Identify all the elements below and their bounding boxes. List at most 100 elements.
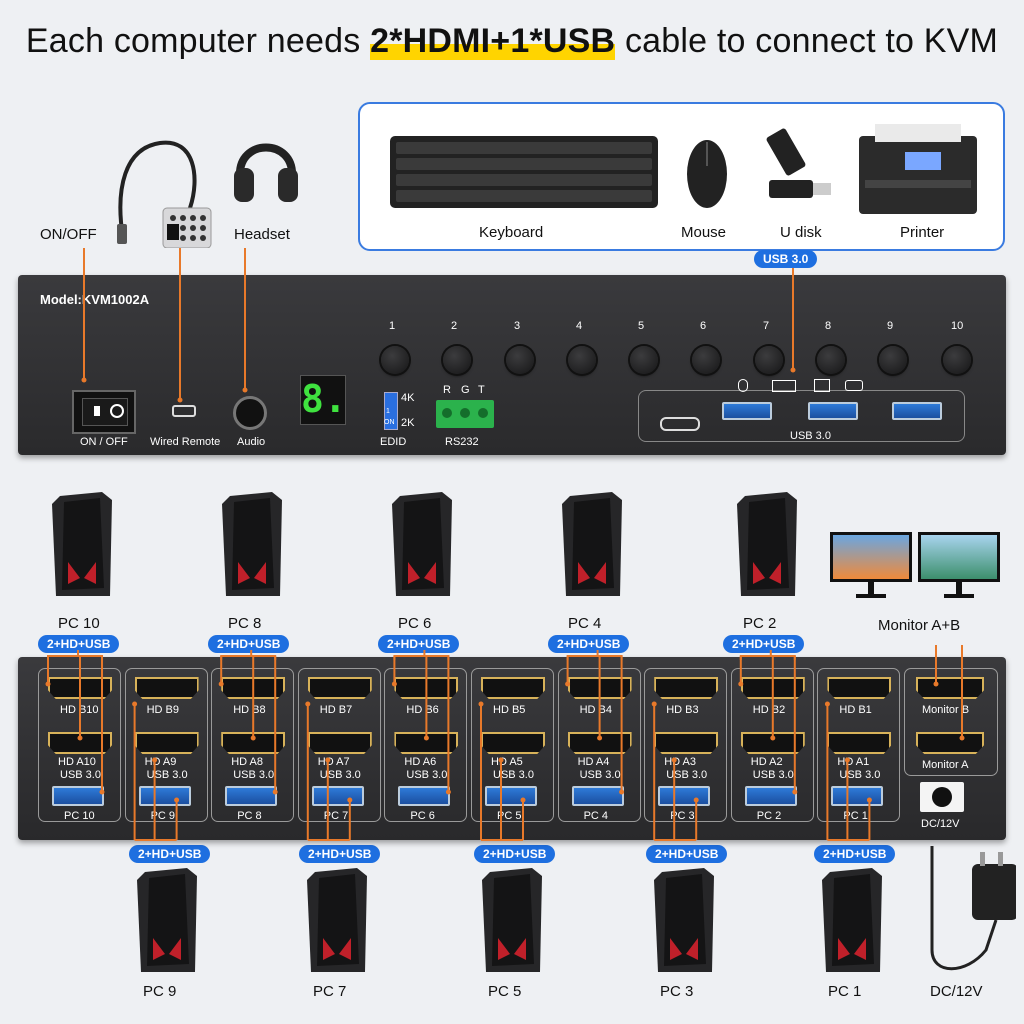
channel-button-10[interactable] <box>943 346 971 374</box>
headline-pre: Each computer needs <box>25 22 371 60</box>
pc-label-top-3: PC 6 <box>398 615 432 632</box>
dc-power-jack[interactable] <box>920 782 964 812</box>
usb-port-6[interactable] <box>485 786 537 806</box>
pc-tower-bottom-2-icon <box>307 868 367 972</box>
usb-port-5[interactable] <box>398 786 451 806</box>
channel-button-3[interactable] <box>506 346 534 374</box>
keyboard-label: Keyboard <box>479 224 544 241</box>
usb-label-9: USB 3.0 <box>752 769 794 781</box>
port-group-4 <box>297 668 381 822</box>
hdmi-b-port-6[interactable] <box>481 677 545 699</box>
audio-jack[interactable] <box>233 396 267 430</box>
pc-tower-top-4-icon <box>562 492 622 596</box>
rs232-terminal[interactable] <box>436 400 494 428</box>
channel-button-7[interactable] <box>755 346 783 374</box>
hdmi-a-label-6: HD A5 <box>491 756 523 768</box>
pc-tower-bottom-5-icon <box>822 868 882 972</box>
channel-button-2[interactable] <box>443 346 471 374</box>
usb-port-keyboard[interactable] <box>808 402 858 420</box>
usb-tag: USB 3.0 <box>754 250 818 268</box>
monitor-output-group <box>904 668 998 776</box>
hdmi-b-port-7[interactable] <box>567 677 632 699</box>
hdmi-a-label-8: HD A3 <box>664 756 696 768</box>
channel-button-4[interactable] <box>568 346 596 374</box>
keyboard-icon <box>390 136 658 208</box>
cable-tag-bottom-5: 2+HD+USB <box>814 845 896 863</box>
hdmi-a-port-7[interactable] <box>567 732 632 754</box>
hdmi-a-port-1[interactable] <box>48 732 112 754</box>
monitor-b-port[interactable] <box>916 677 984 699</box>
hdmi-a-label-3: HD A8 <box>231 756 263 768</box>
edid-4k: 4K <box>401 392 415 404</box>
usb-port-9[interactable] <box>744 786 797 806</box>
button-number-10: 10 <box>951 320 964 332</box>
hdmi-a-port-3[interactable] <box>221 732 286 754</box>
adapter-label: DC/12V <box>930 983 983 1000</box>
usb-port-4[interactable] <box>311 786 364 806</box>
pc-tower-top-3-icon <box>392 492 452 596</box>
usb-label-2: USB 3.0 <box>146 769 188 781</box>
channel-button-5[interactable] <box>630 346 658 374</box>
hdmi-b-port-2[interactable] <box>134 677 199 699</box>
usb-port-7[interactable] <box>571 786 624 806</box>
hdmi-b-label-1: HD B10 <box>60 704 99 716</box>
hdmi-b-port-10[interactable] <box>827 677 892 699</box>
pc-label-top-4: PC 4 <box>568 615 602 632</box>
hdmi-b-port-9[interactable] <box>740 677 805 699</box>
hdmi-b-port-3[interactable] <box>221 677 286 699</box>
printer-label: Printer <box>900 224 945 241</box>
monitors-icon <box>830 532 1000 598</box>
monitor-a-port[interactable] <box>916 732 984 754</box>
pc-label-top-5: PC 2 <box>743 615 777 632</box>
usb-label-5: USB 3.0 <box>406 769 448 781</box>
power-switch[interactable] <box>72 390 136 434</box>
channel-button-1[interactable] <box>381 346 409 374</box>
headline: Each computer needs 2*HDMI+1*USB cable t… <box>0 22 1024 61</box>
remote-port[interactable] <box>172 405 196 417</box>
port-group-6 <box>471 668 554 822</box>
channel-button-6[interactable] <box>692 346 720 374</box>
usb-port-3[interactable] <box>225 786 278 806</box>
button-number-4: 4 <box>576 320 583 332</box>
channel-button-9[interactable] <box>879 346 907 374</box>
hdmi-b-port-1[interactable] <box>48 677 112 699</box>
pc-label-top-2: PC 8 <box>228 615 262 632</box>
usb-port-10[interactable] <box>831 786 884 806</box>
hdmi-a-port-2[interactable] <box>134 732 199 754</box>
pc-label-top-1: PC 10 <box>58 615 100 632</box>
hdmi-a-port-4[interactable] <box>307 732 372 754</box>
udisk-icon <box>766 128 831 198</box>
hdmi-b-port-8[interactable] <box>654 677 719 699</box>
button-number-6: 6 <box>700 320 707 332</box>
usb-port-1[interactable] <box>52 786 104 806</box>
usb-label-1: USB 3.0 <box>60 769 101 781</box>
hdmi-a-port-5[interactable] <box>394 732 459 754</box>
cable-tag-bottom-4: 2+HD+USB <box>646 845 728 863</box>
hdmi-b-label-10: HD B1 <box>839 704 872 716</box>
pc-tower-top-1-icon <box>52 492 112 596</box>
hdmi-b-port-4[interactable] <box>307 677 372 699</box>
hdmi-b-label-3: HD B8 <box>233 704 266 716</box>
group-pc-label-4: PC 7 <box>323 810 349 822</box>
hdmi-a-port-10[interactable] <box>827 732 892 754</box>
model-label: Model:KVM1002A <box>40 292 150 307</box>
channel-button-8[interactable] <box>817 346 845 374</box>
usb-port-2[interactable] <box>138 786 191 806</box>
usb-port-printer[interactable] <box>892 402 942 420</box>
usb-label-10: USB 3.0 <box>839 769 881 781</box>
usb-port-8[interactable] <box>658 786 711 806</box>
cable-tag-top-1: 2+HD+USB <box>38 635 120 653</box>
usb-c-port[interactable] <box>660 417 700 431</box>
group-pc-label-9: PC 2 <box>756 810 782 822</box>
hdmi-a-port-6[interactable] <box>481 732 545 754</box>
hdmi-a-port-8[interactable] <box>654 732 719 754</box>
group-pc-label-10: PC 1 <box>843 810 868 822</box>
hdmi-a-port-9[interactable] <box>740 732 805 754</box>
usb-port-mouse[interactable] <box>722 402 772 420</box>
pc-tower-bottom-3-icon <box>482 868 542 972</box>
edid-switch[interactable] <box>384 392 398 430</box>
hdmi-b-label-4: HD B7 <box>319 704 353 716</box>
hdmi-b-port-5[interactable] <box>394 677 459 699</box>
pc-tower-bottom-4-icon <box>654 868 714 972</box>
hdmi-a-label-7: HD A4 <box>577 756 610 768</box>
